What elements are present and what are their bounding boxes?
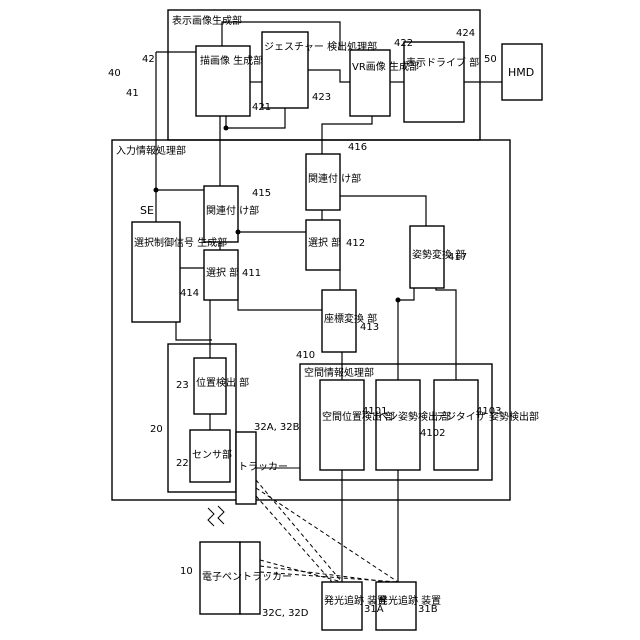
num-423: 423: [312, 92, 331, 103]
svg-text:表示ドライブ 部: 表示ドライブ 部: [406, 56, 479, 69]
gesture-detect-label: ジェスチャー 検出処理部: [264, 40, 377, 53]
spatial-info-proc-title: 空間情報処理部: [304, 366, 374, 379]
pos-detect-label: 位置検出 部: [196, 376, 249, 389]
svg-text:ジェスチャー 検出処理部: ジェスチャー 検出処理部: [264, 40, 377, 53]
display-image-gen-title: 表示画像生成部: [172, 14, 242, 27]
num-40: 40: [108, 68, 121, 79]
num-422: 422: [394, 38, 413, 49]
num-50: 50: [484, 54, 497, 65]
num-4103: 4103: [476, 406, 501, 417]
relate-416-label: 関連付 け部: [308, 172, 361, 185]
num-417: 417: [448, 252, 467, 263]
display-drive-label: 表示ドライブ 部: [406, 56, 479, 69]
select-ctrl-signal-box: [132, 222, 180, 322]
line-ctrl-pos: [176, 322, 212, 340]
select-412-label: 選択 部: [308, 236, 341, 249]
num-42: 42: [142, 54, 155, 65]
num-4102: 4102: [420, 428, 445, 439]
num-412: 412: [346, 238, 365, 249]
se-label: SE: [140, 204, 154, 217]
hmd-label: HMD: [508, 66, 534, 79]
num-4101: 4101: [362, 406, 387, 417]
drawing-image-gen-label: 描画像 生成部: [200, 54, 263, 67]
input-info-proc-title: 入力情報処理部: [116, 144, 186, 157]
wireless-icon: [208, 508, 214, 526]
junction-dot: [396, 298, 401, 303]
pen-posture-detect-box: [376, 380, 420, 470]
num-424: 424: [456, 28, 475, 39]
num-421: 421: [252, 102, 271, 113]
num-20: 20: [150, 424, 163, 435]
num-22: 22: [176, 458, 189, 469]
num-10: 10: [180, 566, 193, 577]
sensor-label: センサ部: [192, 448, 232, 461]
select-411-label: 選択 部: [206, 266, 239, 279]
display-drive-box: [404, 42, 464, 122]
vr-image-gen-box: [350, 50, 390, 116]
spatial-pos-detect-box: [320, 380, 364, 470]
junction-dot: [236, 230, 241, 235]
e-pen-tracker-label: トラッカー: [242, 571, 292, 583]
line-coord-select411: [238, 300, 322, 310]
num-415: 415: [252, 188, 271, 199]
relate-415-label: 関連付 け部: [206, 204, 259, 217]
svg-text:描画像 生成部: 描画像 生成部: [200, 54, 263, 67]
num-411: 411: [242, 268, 261, 279]
select-ctrl-label: 選択制御信号 生成部: [134, 236, 227, 249]
wireless-icon: [218, 506, 224, 524]
line-relate416-posture: [340, 196, 426, 226]
num-410: 410: [296, 350, 315, 361]
num-41: 41: [126, 88, 139, 99]
junction-dot: [224, 126, 229, 131]
num-32cd: 32C, 32D: [262, 608, 309, 619]
num-414: 414: [180, 288, 199, 299]
num-413: 413: [360, 322, 379, 333]
junction-dot: [154, 188, 159, 193]
num-31a: 31A: [364, 604, 384, 615]
tracker-label: トラッカー: [238, 461, 288, 473]
num-416: 416: [348, 142, 367, 153]
num-32ab: 32A, 32B: [254, 422, 300, 433]
num-23: 23: [176, 380, 189, 391]
digitizer-posture-box: [434, 380, 478, 470]
num-31b: 31B: [418, 604, 438, 615]
e-pen-label: 電子ペン: [202, 571, 242, 583]
